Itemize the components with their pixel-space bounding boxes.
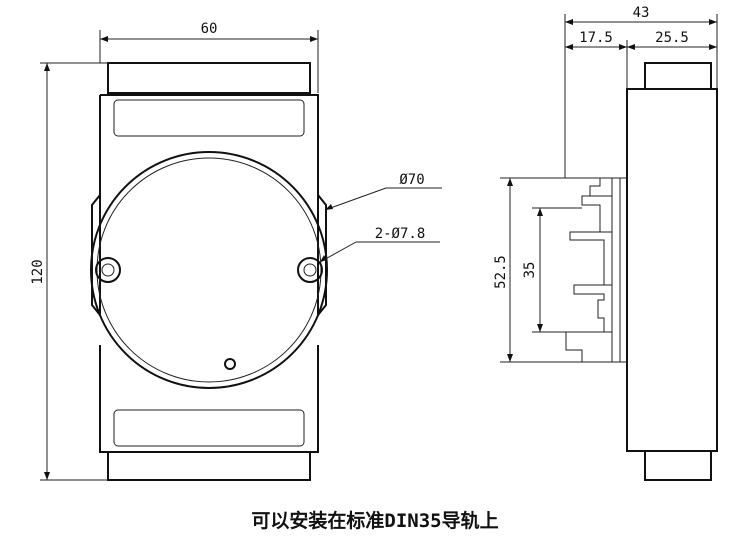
diameter-label: Ø70 xyxy=(399,172,424,188)
right-mounting-hole xyxy=(297,257,323,283)
indicator-dot xyxy=(224,358,236,370)
side-main-body xyxy=(626,88,718,452)
left-flange xyxy=(91,192,101,318)
top-terminal-block xyxy=(107,62,311,94)
din-clip-profile xyxy=(565,177,627,363)
main-circle-inner xyxy=(96,157,322,383)
upper-housing xyxy=(99,94,319,195)
bottom-terminal-block xyxy=(107,451,311,481)
diameter-leader xyxy=(324,187,387,211)
depth-b-label: 25.5 xyxy=(655,30,689,46)
total-depth-label: 43 xyxy=(633,5,650,21)
height-label: 120 xyxy=(30,259,46,284)
caption: 可以安装在标准DIN35导轨上 xyxy=(251,510,499,532)
front-view: 60 120 Ø70 2-Ø7.8 xyxy=(30,21,442,481)
side-view: 43 17.5 25.5 52.5 35 xyxy=(493,5,718,481)
left-mounting-hole xyxy=(95,257,121,283)
side-bottom-terminal xyxy=(644,450,712,481)
right-flange xyxy=(317,192,327,318)
lower-label-window xyxy=(113,409,305,447)
rail-height-label: 52.5 xyxy=(493,255,509,289)
upper-label-window xyxy=(113,99,305,137)
hole-label: 2-Ø7.8 xyxy=(375,226,426,242)
main-circle xyxy=(90,151,328,389)
side-top-terminal xyxy=(644,62,712,90)
depth-a-label: 17.5 xyxy=(579,30,613,46)
rail-inner-label: 35 xyxy=(522,262,538,279)
din-clip-inner xyxy=(611,178,621,362)
left-mounting-hole-inner xyxy=(101,263,115,277)
right-mounting-hole-inner xyxy=(303,263,317,277)
width-label: 60 xyxy=(201,21,218,37)
